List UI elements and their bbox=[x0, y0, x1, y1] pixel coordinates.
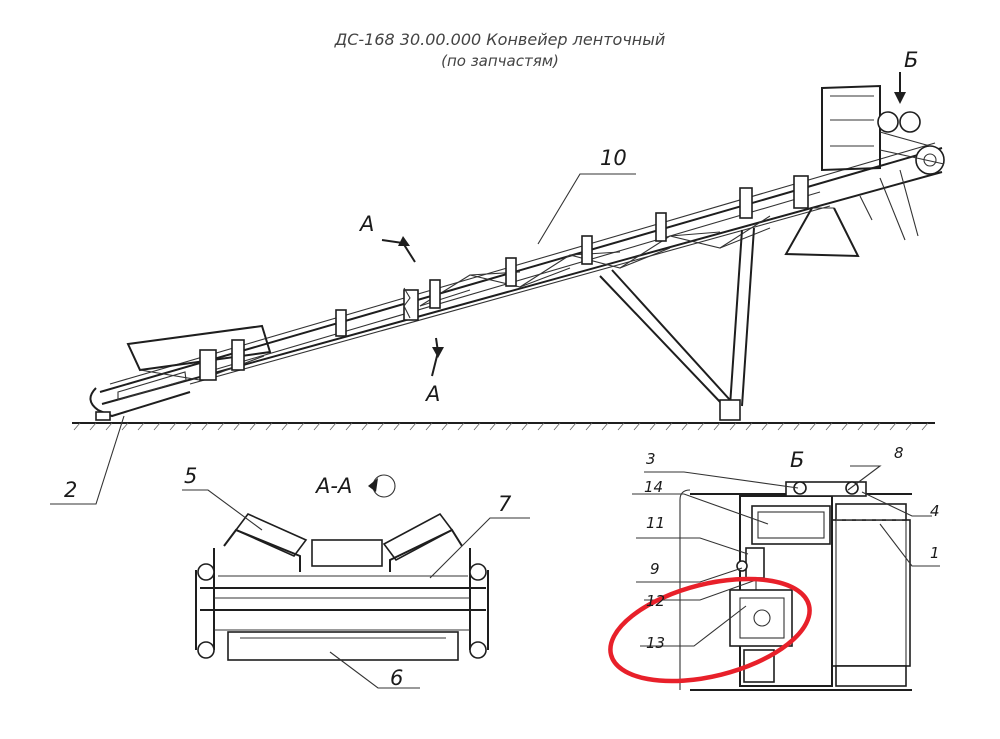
highlight-circle bbox=[608, 576, 812, 684]
ground-line bbox=[72, 422, 935, 431]
callout-12: 12 bbox=[646, 592, 666, 610]
view-b-head bbox=[632, 465, 940, 691]
callout-6: 6 bbox=[390, 666, 404, 690]
section-a-label-top: А bbox=[360, 212, 375, 236]
section-aa-label: А-А bbox=[316, 474, 353, 498]
leader-lines-top bbox=[50, 173, 636, 505]
view-b-label: Б bbox=[790, 448, 805, 472]
view-b-label-top: Б bbox=[904, 48, 919, 72]
section-a-label-bottom: А bbox=[426, 382, 441, 406]
callout-8: 8 bbox=[894, 444, 904, 462]
callout-2: 2 bbox=[64, 478, 78, 502]
callout-9: 9 bbox=[650, 560, 660, 578]
callout-11: 11 bbox=[646, 514, 666, 532]
callout-14: 14 bbox=[644, 478, 664, 496]
callout-7: 7 bbox=[498, 492, 512, 516]
callout-1: 1 bbox=[930, 544, 940, 562]
view-b-marker bbox=[894, 72, 906, 104]
section-a-markers bbox=[381, 236, 444, 377]
conveyor-side-view bbox=[89, 84, 945, 421]
callout-13: 13 bbox=[646, 634, 666, 652]
drawing-subtitle: (по запчастям) bbox=[441, 52, 559, 70]
callout-10: 10 bbox=[600, 146, 627, 170]
section-aa-idler bbox=[182, 474, 530, 689]
drawing-title: ДС-168 30.00.000 Конвейер ленточный bbox=[334, 30, 666, 49]
callout-5: 5 bbox=[184, 464, 198, 488]
callout-4: 4 bbox=[930, 502, 940, 520]
callout-3: 3 bbox=[646, 450, 656, 468]
